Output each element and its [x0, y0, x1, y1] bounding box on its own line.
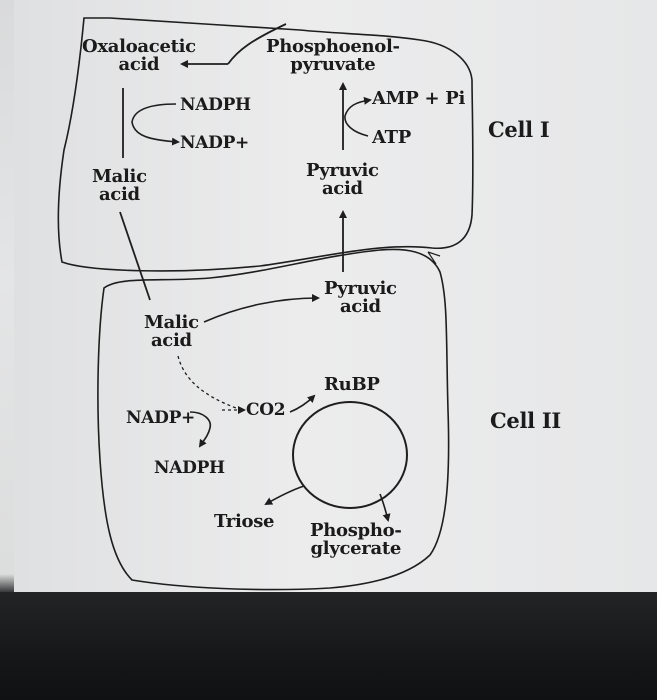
co2-label: CO2 [246, 400, 286, 420]
nadp-to-nadph-curve [189, 411, 212, 448]
malic-acid-cell2-label: Malic acid [144, 312, 199, 351]
textbook-page [14, 0, 657, 592]
to-phosphoglycerate-arrow [379, 493, 391, 522]
phosphoglycerate-label: Phospho- glycerate [310, 520, 402, 559]
nadp-bottom-label: NADP+ [126, 408, 195, 428]
co2-to-cycle-arrow [289, 394, 316, 413]
cursor-mark [427, 251, 441, 265]
cell-1-label: Cell I [488, 117, 550, 142]
amp-pi-label: AMP + Pi [372, 88, 466, 109]
rubp-label: RuBP [324, 374, 380, 395]
phosphoenolpyruvate-label: Phosphoenol- pyruvate [266, 36, 400, 75]
oxaloacetic-acid-label: Oxaloacetic acid [82, 36, 196, 75]
calvin-cycle-circle [292, 401, 408, 509]
cell-1-outline [57, 17, 474, 272]
to-triose-arrow [264, 485, 305, 505]
malic-to-co2-line [177, 355, 237, 409]
nadp-top-label: NADP+ [180, 133, 249, 153]
cell-2-outline [97, 248, 450, 591]
malic-acid-cell1-label: Malic acid [92, 166, 147, 205]
pyruvic-acid-cell2-label: Pyruvic acid [324, 278, 397, 317]
malic-transfer-line [119, 211, 151, 301]
screen-bezel [0, 592, 657, 700]
nadph-to-nadp-curve [131, 103, 180, 146]
atp-to-amp-curve [344, 96, 372, 137]
nadph-bottom-label: NADPH [154, 458, 225, 478]
pyruvic-acid-cell1-label: Pyruvic acid [306, 160, 379, 199]
cell-2-label: Cell II [490, 408, 561, 433]
triose-label: Triose [214, 511, 275, 532]
pep-swoosh [227, 23, 287, 65]
malic-to-pyruvic-arrow [203, 294, 320, 323]
nadph-top-label: NADPH [180, 95, 251, 115]
atp-label: ATP [372, 127, 412, 148]
